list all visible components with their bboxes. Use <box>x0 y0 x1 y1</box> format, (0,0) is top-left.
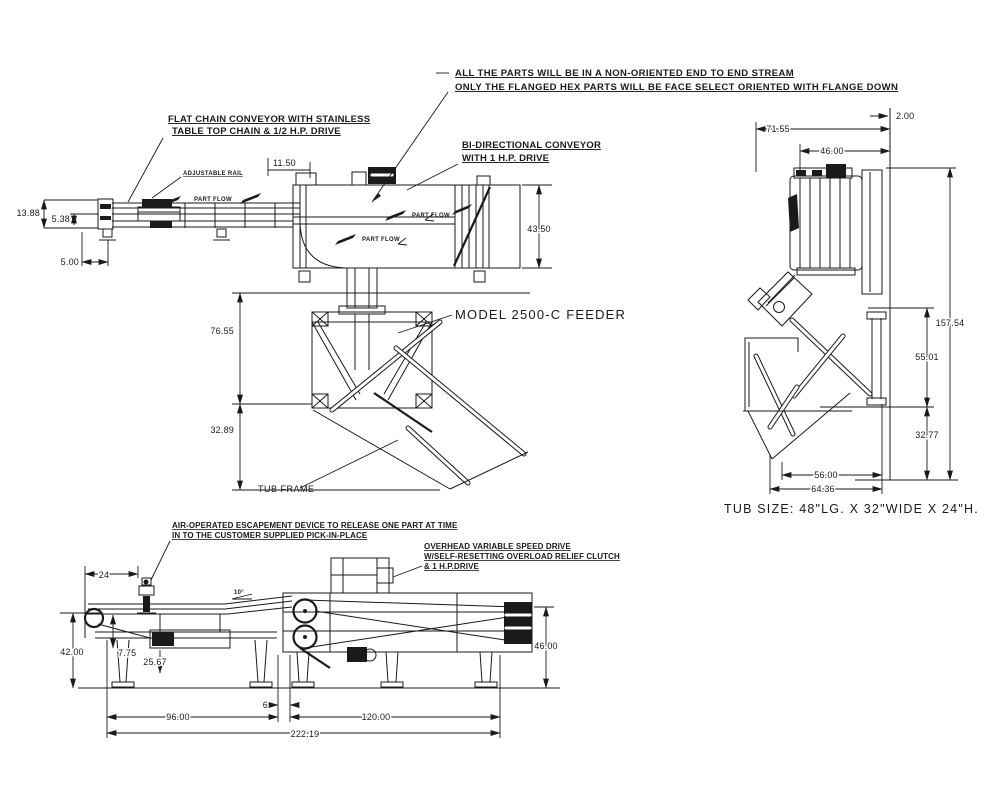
bottom-dimensions: 24 42.00 7.75 25.67 96.00 6 120.00 222.1… <box>59 566 559 741</box>
dim-overall-length: 222.19 <box>291 729 320 739</box>
dim-feeder-height: 46.00 <box>534 641 558 651</box>
front-dimensions: 13.88 5.38 5.00 11.50 43.50 76.55 32.89 <box>15 157 552 491</box>
dim-end-offset: 5.00 <box>61 257 79 267</box>
part-flow-label-2: PART FLOW <box>412 213 450 219</box>
dim-deck-height: 42.00 <box>60 647 84 657</box>
overhead-drive-label-2: W/SELF-RESETTING OVERLOAD RELIEF CLUTCH <box>424 552 620 561</box>
dim-incline-angle: 10° <box>234 590 244 596</box>
dim-edge-offset: 2.00 <box>896 111 914 121</box>
overhead-drive-label-3: & 1 H.P.DRIVE <box>424 562 480 571</box>
dim-drive-height: 25.67 <box>143 657 167 667</box>
part-flow-label-3: PART FLOW <box>362 237 400 243</box>
overhead-drive-label-1: OVERHEAD VARIABLE SPEED DRIVE <box>424 542 571 551</box>
escapement-device-drawing <box>137 577 156 614</box>
dim-tub-width: 56.00 <box>814 470 838 480</box>
bi-directional-label-2: WITH 1 H.P. DRIVE <box>462 153 549 164</box>
dim-conveyor-length: 96.00 <box>166 712 190 722</box>
dim-gap: 6 <box>263 700 268 710</box>
dim-base-width: 64.36 <box>811 484 835 494</box>
dim-end-height: 13.88 <box>16 208 40 218</box>
adjustable-rail-label: ADJUSTABLE RAIL <box>183 171 243 177</box>
feeder-hopper-drawing <box>311 267 433 409</box>
part-flow-label-1: PART FLOW <box>194 197 232 203</box>
tub-size-label: TUB SIZE: 48"LG. X 32"WIDE X 24"H. <box>724 502 979 516</box>
dim-frame-height: 32.89 <box>210 425 234 435</box>
dim-rail-height: 5.38 <box>52 214 70 224</box>
dim-top-offset: 11.50 <box>273 158 296 168</box>
legs <box>111 639 498 688</box>
flat-chain-label-1: FLAT CHAIN CONVEYOR WITH STAINLESS <box>168 114 370 125</box>
tub-frame-drawing <box>312 319 529 490</box>
dim-frame-depth: 7.75 <box>118 648 136 658</box>
bottom-labels: AIR-OPERATED ESCAPEMENT DEVICE TO RELEAS… <box>150 521 620 581</box>
flat-chain-label-2: TABLE TOP CHAIN & 1/2 H.P. DRIVE <box>172 126 341 137</box>
side-dimensions: 2.00 71.55 46.00 157.54 55.01 32.77 56.0… <box>755 110 966 496</box>
dim-escapement-offset: 24 <box>99 570 109 580</box>
side-machine-drawing <box>743 108 958 481</box>
bottom-view: 10° 24 42.00 7.75 25.67 96.00 6 120.00 <box>59 521 620 741</box>
bottom-machine-drawing: 10° <box>78 557 560 689</box>
dim-base-height: 32.77 <box>915 430 939 440</box>
dim-overall-height: 157.54 <box>936 318 965 328</box>
dim-stand-height: 55.01 <box>915 352 939 362</box>
overhead-drive-drawing <box>330 557 394 594</box>
dim-hopper-width: 46.00 <box>820 146 844 156</box>
escapement-label-2: IN TO THE CUSTOMER SUPPLIED PICK-IN-PLAC… <box>172 531 368 540</box>
bi-directional-conveyor-drawing <box>240 167 530 294</box>
escapement-label-1: AIR-OPERATED ESCAPEMENT DEVICE TO RELEAS… <box>172 521 458 530</box>
flat-chain-conveyor-drawing <box>97 193 300 241</box>
front-labels: ALL THE PARTS WILL BE IN A NON-ORIENTED … <box>127 68 898 494</box>
front-view: 13.88 5.38 5.00 11.50 43.50 76.55 32.89 <box>15 68 898 494</box>
tub-frame-label: TUB FRAME <box>258 484 315 494</box>
dim-hopper-height: 76.55 <box>210 326 234 336</box>
dim-conveyor-height: 43.50 <box>527 224 551 234</box>
model-label: MODEL 2500-C FEEDER <box>455 307 626 322</box>
bi-directional-label-1: BI-DIRECTIONAL CONVEYOR <box>462 140 601 151</box>
dim-feeder-length: 120.00 <box>362 712 391 722</box>
note-line-1: ALL THE PARTS WILL BE IN A NON-ORIENTED … <box>455 68 794 79</box>
corner-plate <box>311 311 433 409</box>
side-view: 2.00 71.55 46.00 157.54 55.01 32.77 56.0… <box>724 108 979 516</box>
dim-overall-width: 71.55 <box>766 124 790 134</box>
note-line-2: ONLY THE FLANGED HEX PARTS WILL BE FACE … <box>455 82 898 93</box>
